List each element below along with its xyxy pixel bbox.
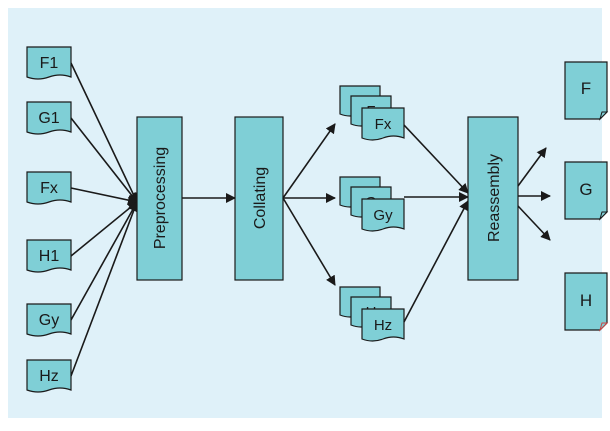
connector-collating-group-h [282,197,336,286]
group-stack-f: F F Fx [339,85,405,141]
output-doc-g: G [564,161,609,221]
collating-stage: Collating [234,116,284,281]
output-doc-label: H [580,291,592,310]
input-doc-f1: F1 [26,46,72,80]
connector-collating-group-f [282,123,336,199]
preprocessing-label: Preprocessing [152,147,169,249]
input-connectors [70,62,139,377]
group-stack-g: G G Gy [339,176,405,232]
group-connectors [403,124,469,323]
collating-connectors [282,123,336,286]
reassembly-stage: Reassembly [467,116,519,281]
output-connectors [517,147,551,241]
output-doc-label: G [579,180,592,199]
input-doc-label: H1 [39,248,60,265]
connector-group-f-reassembly [403,124,469,194]
input-doc-label: Hz [39,368,59,385]
input-doc-label: F1 [40,55,59,72]
connector-fx [70,187,138,206]
connector-h1 [70,201,138,257]
output-doc-h: H [564,272,609,332]
connector-gy [70,201,138,321]
input-doc-fx: Fx [26,171,72,205]
connector-f1 [70,62,138,203]
input-doc-label: Fx [40,180,58,197]
connector-g1 [70,117,138,203]
connector-hz [70,201,139,377]
connector-group-h-reassembly [403,200,469,323]
group-stack-h: H H Hz [339,286,405,342]
input-doc-hz: Hz [26,359,72,393]
collating-label: Collating [252,167,269,229]
output-documents: F G H [564,61,609,332]
input-doc-gy: Gy [26,303,72,337]
reassembly-label: Reassembly [486,154,503,242]
input-doc-label: Gy [39,312,59,329]
input-doc-g1: G1 [26,101,72,135]
input-documents: F1 G1 Fx H1 Gy Hz [26,46,72,393]
preprocessing-stage: Preprocessing [136,116,183,281]
stack-front-label: Gy [373,207,393,224]
input-doc-h1: H1 [26,239,72,273]
output-doc-label: F [581,79,591,98]
stack-front-label: Fx [375,116,392,133]
connector-reassembly-h [517,205,551,241]
stack-front-label: Hz [374,317,392,334]
input-doc-label: G1 [38,110,59,127]
output-doc-f: F [564,61,609,121]
connector-reassembly-f [517,147,547,187]
